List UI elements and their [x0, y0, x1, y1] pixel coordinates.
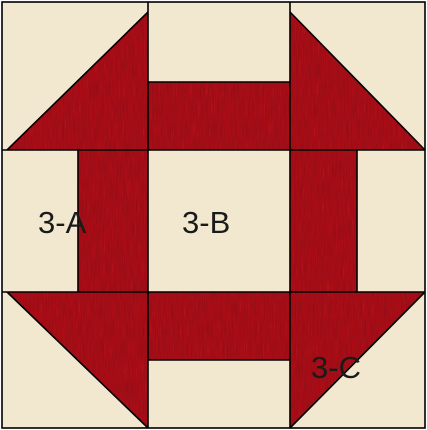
label-3c: 3-C [311, 350, 361, 385]
bar-top [148, 82, 290, 150]
bar-bottom [148, 292, 290, 360]
label-3b: 3-B [182, 205, 230, 240]
bar-left [78, 150, 148, 292]
label-3a: 3-A [38, 205, 87, 240]
bar-right [290, 150, 357, 292]
